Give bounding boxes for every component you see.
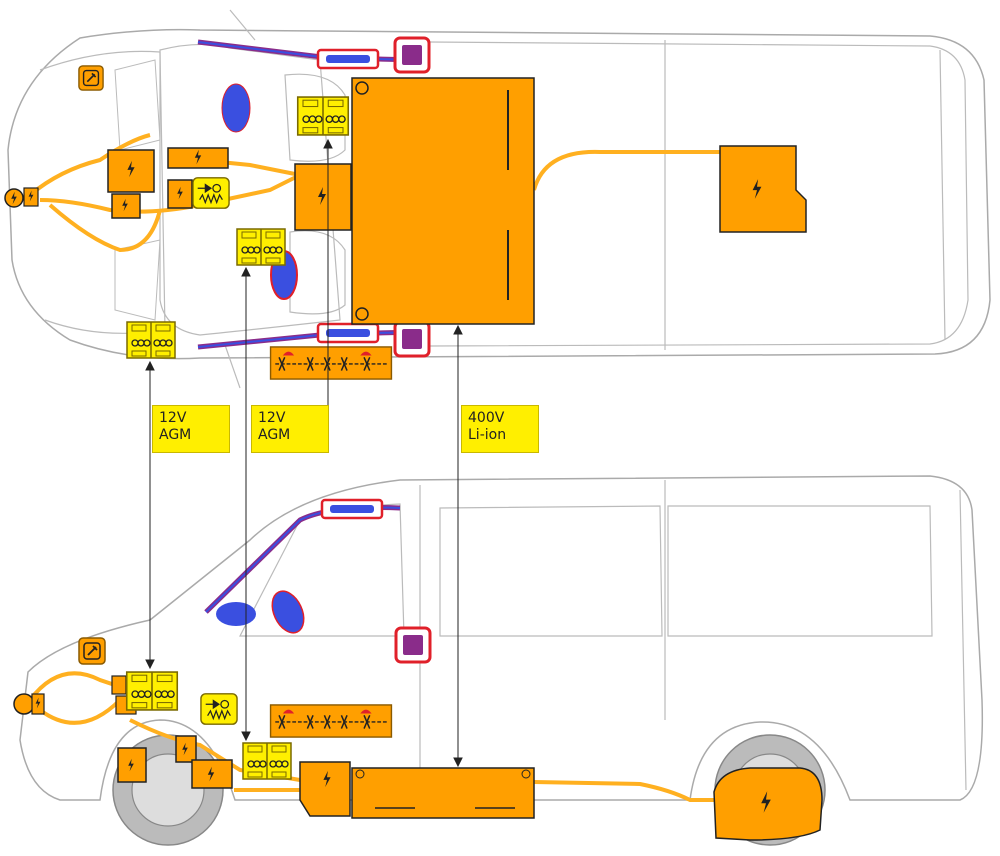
- top-view-door-lines: [224, 9, 946, 389]
- front-light-hv-side: [13, 693, 35, 715]
- top-view-hood: [39, 50, 166, 334]
- hv-rear-motor-top: [719, 145, 807, 233]
- hv-module-side-d: [111, 675, 127, 695]
- driver-airbag-side: [216, 602, 256, 626]
- side-view: [13, 475, 984, 846]
- connector-lines: [145, 138, 463, 768]
- agm-battery-top-second: [236, 228, 286, 266]
- label-voltage: 12V: [258, 410, 286, 426]
- label-12v-agm-second: 12V AGM: [251, 405, 329, 453]
- hv-cable-side-front: [28, 671, 301, 792]
- label-400v-li-ion: 400V Li-ion: [461, 405, 539, 453]
- agm-battery-top-third: [296, 96, 350, 136]
- label-type: AGM: [159, 427, 192, 443]
- hv-battery-top: [351, 77, 535, 325]
- label-voltage: 12V: [159, 410, 187, 426]
- hv-module-side-c: [191, 759, 233, 789]
- label-type: AGM: [258, 427, 291, 443]
- hv-cable-side-rear: [533, 780, 720, 802]
- top-view-grille-upper: [114, 59, 161, 321]
- label-type: Li-ion: [468, 427, 507, 443]
- top-view: [4, 9, 991, 389]
- gas-generator-top: [269, 346, 393, 380]
- passenger-airbag-side: [271, 590, 305, 634]
- hv-inverter-side: [299, 761, 351, 817]
- gas-generator-side: [269, 704, 393, 738]
- cut-point-side: [78, 636, 106, 666]
- hv-cable-rear: [532, 149, 720, 191]
- top-view-roof-line: [429, 41, 969, 347]
- hv-battery-side: [351, 767, 535, 819]
- cut-point-top: [78, 64, 104, 92]
- agm-battery-side-front: [125, 671, 179, 711]
- driver-airbag-top: [221, 83, 251, 133]
- spring-accumulator-side: [200, 693, 238, 725]
- label-12v-agm-front: 12V AGM: [152, 405, 230, 453]
- agm-battery-top-front: [126, 321, 176, 359]
- spring-accumulator-top: [192, 177, 230, 209]
- agm-battery-side-second: [242, 742, 292, 780]
- label-voltage: 400V: [468, 410, 505, 426]
